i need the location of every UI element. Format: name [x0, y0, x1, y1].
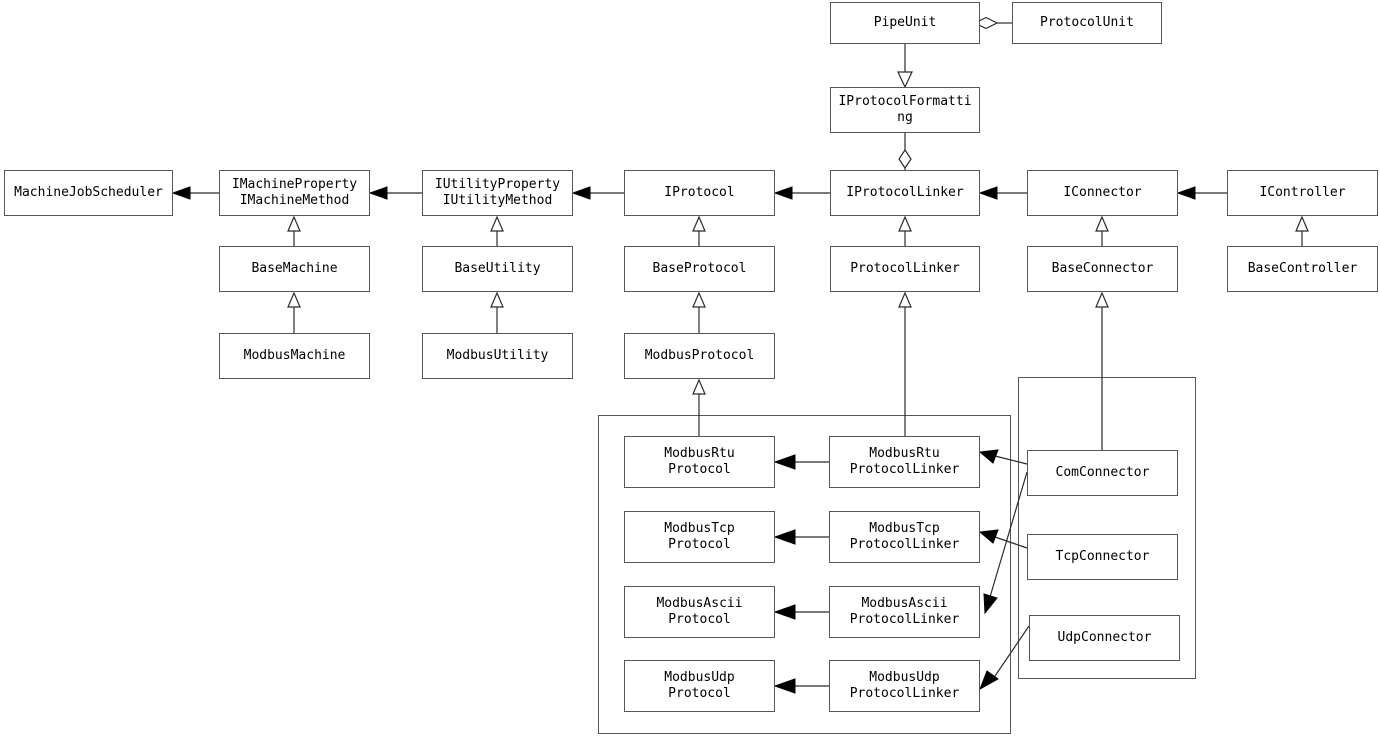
class-box-baseprotocol[interactable]: BaseProtocol [624, 246, 775, 292]
class-box-basecontroller[interactable]: BaseController [1227, 246, 1378, 292]
class-box-iprotocolformatting[interactable]: IProtocolFormatti ng [830, 87, 980, 133]
class-box-modbustcpprotocol[interactable]: ModbusTcp Protocol [624, 511, 775, 563]
class-box-iconnector[interactable]: IConnector [1027, 170, 1178, 216]
edge-protocollinker-iprotocollinker [898, 215, 912, 246]
class-box-protocollinker[interactable]: ProtocolLinker [830, 246, 980, 292]
class-box-modbustcpprotocollinker[interactable]: ModbusTcp ProtocolLinker [829, 511, 980, 563]
class-box-modbusprotocol[interactable]: ModbusProtocol [624, 333, 775, 379]
class-box-modbusudpprotocol[interactable]: ModbusUdp Protocol [624, 660, 775, 712]
edge-pipeunit-iprotocolformatting [897, 44, 913, 89]
edge-modbusutility-baseutility [490, 291, 504, 333]
class-box-baseconnector[interactable]: BaseConnector [1027, 246, 1178, 292]
edge-iprotocol-iutilityproperty [571, 186, 624, 200]
edge-modbusmachine-basemachine [287, 291, 301, 333]
class-box-udpconnector[interactable]: UdpConnector [1029, 615, 1180, 661]
class-box-modbusudpprotocollinker[interactable]: ModbusUdp ProtocolLinker [829, 660, 980, 712]
class-box-modbusmachine[interactable]: ModbusMachine [219, 333, 370, 379]
edge-imachineproperty-machinejobscheduler [171, 186, 219, 200]
class-box-imachineproperty[interactable]: IMachineProperty IMachineMethod [219, 170, 370, 216]
class-box-iutilityproperty[interactable]: IUtilityProperty IUtilityMethod [422, 170, 573, 216]
edge-baseconnector-iconnector [1095, 215, 1109, 246]
class-box-modbusasciiprotocollinker[interactable]: ModbusAscii ProtocolLinker [829, 586, 980, 638]
class-box-baseutility[interactable]: BaseUtility [422, 246, 573, 292]
class-box-pipeunit[interactable]: PipeUnit [830, 2, 980, 44]
edge-modbusprotocol-baseprotocol [692, 291, 706, 333]
class-box-modbusutility[interactable]: ModbusUtility [422, 333, 573, 379]
edge-protocolunit-pipeunit [973, 16, 1012, 30]
edge-iutilityproperty-imachineproperty [368, 186, 422, 200]
edge-baseutility-iutilityproperty [490, 215, 504, 246]
edge-iprotocolformatting-iprotocollinker [898, 133, 912, 170]
edge-baseprotocol-iprotocol [692, 215, 706, 246]
class-box-tcpconnector[interactable]: TcpConnector [1027, 534, 1178, 580]
edge-basemachine-imachineproperty [287, 215, 301, 246]
class-box-machinejobscheduler[interactable]: MachineJobScheduler [4, 170, 173, 216]
class-box-modbusrtuprotocollinker[interactable]: ModbusRtu ProtocolLinker [829, 436, 980, 488]
edge-icontroller-iconnector [1176, 186, 1227, 200]
class-box-basemachine[interactable]: BaseMachine [219, 246, 370, 292]
class-box-iprotocol[interactable]: IProtocol [624, 170, 775, 216]
class-box-comconnector[interactable]: ComConnector [1027, 450, 1178, 496]
class-box-icontroller[interactable]: IController [1227, 170, 1378, 216]
edge-iconnector-iprotocollinker [978, 186, 1027, 200]
edge-basecontroller-icontroller [1295, 215, 1309, 246]
class-box-protocolunit[interactable]: ProtocolUnit [1012, 2, 1162, 44]
edge-iprotocollinker-iprotocol [773, 186, 830, 200]
class-box-iprotocollinker[interactable]: IProtocolLinker [830, 170, 980, 216]
class-box-modbusasciiprotocol[interactable]: ModbusAscii Protocol [624, 586, 775, 638]
class-box-modbusrtuprotocol[interactable]: ModbusRtu Protocol [624, 436, 775, 488]
